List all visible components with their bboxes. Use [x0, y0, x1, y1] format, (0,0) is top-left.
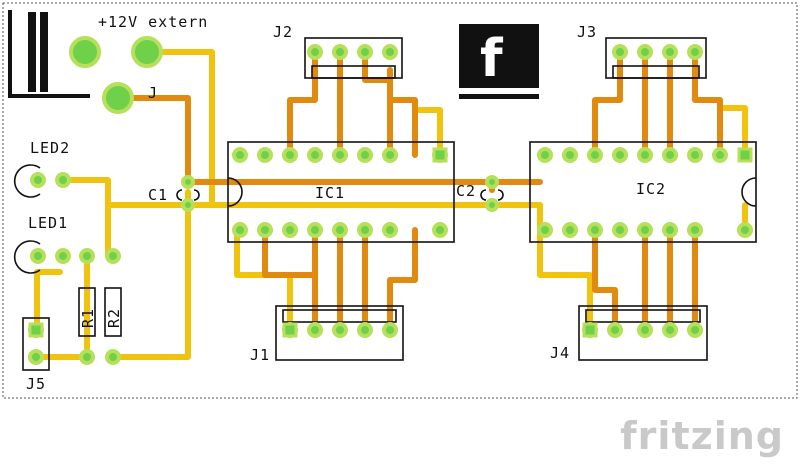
traces-bottom: [115, 49, 723, 333]
label-power: +12V extern: [98, 13, 208, 31]
j1-body: [275, 305, 404, 361]
pad-power-2: [131, 36, 163, 68]
label-led2: LED2: [30, 139, 70, 157]
label-j3: J3: [577, 23, 597, 41]
pad-power-1: [69, 36, 101, 68]
label-led1: LED1: [28, 214, 68, 232]
led2-outline: [13, 164, 41, 198]
label-c1: C1: [148, 186, 168, 204]
power-jack: [8, 10, 90, 98]
label-r1: R1: [79, 308, 97, 328]
logo-letter: f: [480, 29, 504, 89]
fritzing-watermark: fritzing: [620, 414, 784, 458]
fritzing-logo: f: [459, 24, 539, 99]
ic1-body: [227, 141, 455, 243]
label-j1: J1: [250, 346, 270, 364]
pad-power-3: [102, 82, 134, 114]
label-ic1: IC1: [315, 184, 345, 202]
r1-body: [78, 287, 96, 337]
j4-body: [578, 305, 708, 361]
ic2-body: [529, 141, 757, 243]
label-j2: J2: [273, 23, 293, 41]
r2-body: [104, 287, 122, 337]
label-j4: J4: [550, 344, 570, 362]
led1-outline: [13, 240, 41, 274]
board-outline: [2, 2, 798, 399]
label-power-pin: J: [148, 84, 158, 102]
j5-body: [22, 317, 50, 371]
label-r2: R2: [105, 308, 123, 328]
label-c2: C2: [456, 182, 476, 200]
label-ic2: IC2: [636, 180, 666, 198]
silkscreen: [13, 37, 757, 371]
label-j5: J5: [26, 375, 46, 393]
